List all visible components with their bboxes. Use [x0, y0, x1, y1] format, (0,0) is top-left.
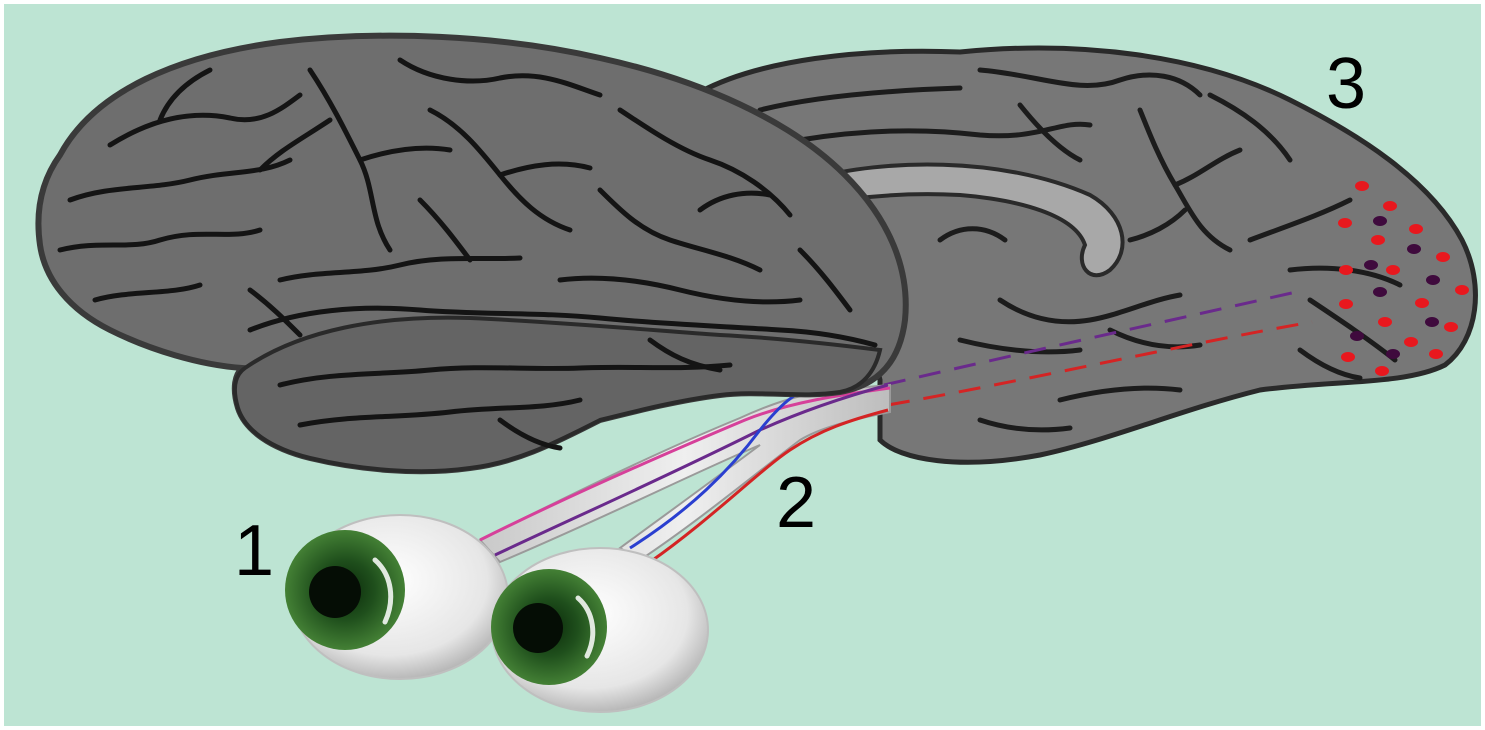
- label-2: 2: [776, 463, 816, 543]
- eyeball-icon: [491, 548, 708, 712]
- label-1: 1: [234, 511, 274, 591]
- label-3: 3: [1326, 44, 1366, 124]
